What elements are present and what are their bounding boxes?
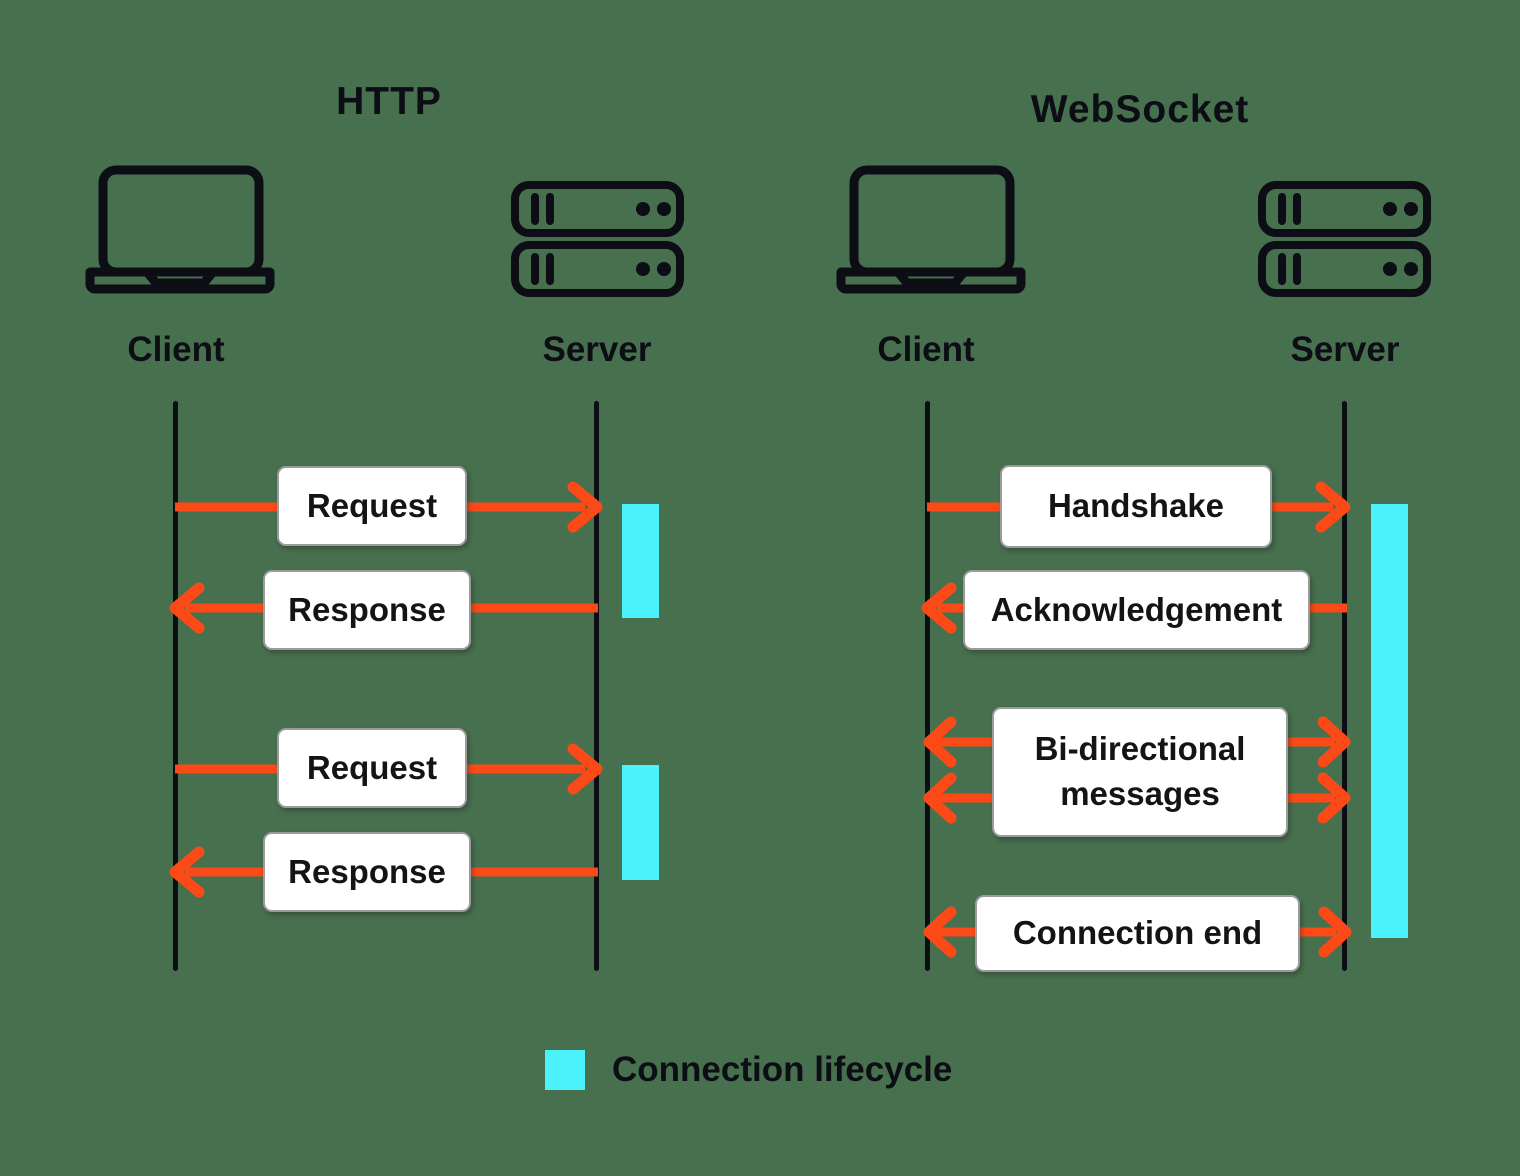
http-client-lifeline <box>173 401 178 971</box>
websocket-server-label: Server <box>1290 330 1400 369</box>
websocket-handshake-box: Handshake <box>1000 465 1272 548</box>
websocket-bidirectional-messages-box: Bi-directional messages <box>992 707 1288 837</box>
http-request-box-1: Request <box>277 466 467 546</box>
http-client-label: Client <box>127 330 225 369</box>
websocket-connection-end-arrow-right <box>1294 906 1352 958</box>
laptop-icon <box>834 160 1028 296</box>
http-title: HTTP <box>336 80 442 123</box>
laptop-icon <box>83 160 277 296</box>
websocket-connection-end-arrow-left <box>923 906 981 958</box>
http-server-lifeline <box>594 401 599 971</box>
http-response-box-2: Response <box>263 832 471 912</box>
http-connection-lifecycle-bar-1 <box>622 504 659 618</box>
legend-label: Connection lifecycle <box>612 1050 953 1089</box>
connection-lifecycle-swatch-icon <box>545 1050 585 1090</box>
http-request-box-2: Request <box>277 728 467 808</box>
websocket-bidirectional-arrow-right-2 <box>1283 772 1351 824</box>
http-server-label: Server <box>542 330 652 369</box>
websocket-connection-lifecycle-bar <box>1371 504 1408 938</box>
websocket-client-label: Client <box>877 330 975 369</box>
websocket-bidirectional-arrow-left-2 <box>923 772 997 824</box>
server-rack-icon <box>510 180 685 298</box>
websocket-title: WebSocket <box>1030 88 1250 131</box>
websocket-bidirectional-arrow-left-1 <box>923 716 997 768</box>
http-connection-lifecycle-bar-2 <box>622 765 659 880</box>
websocket-bidirectional-arrow-right-1 <box>1283 716 1351 768</box>
websocket-acknowledgement-box: Acknowledgement <box>963 570 1310 650</box>
legend: Connection lifecycle <box>545 1050 952 1090</box>
websocket-server-lifeline <box>1342 401 1347 971</box>
server-rack-icon <box>1257 180 1432 298</box>
websocket-connection-end-box: Connection end <box>975 895 1300 972</box>
websocket-client-lifeline <box>925 401 930 971</box>
http-response-box-1: Response <box>263 570 471 650</box>
